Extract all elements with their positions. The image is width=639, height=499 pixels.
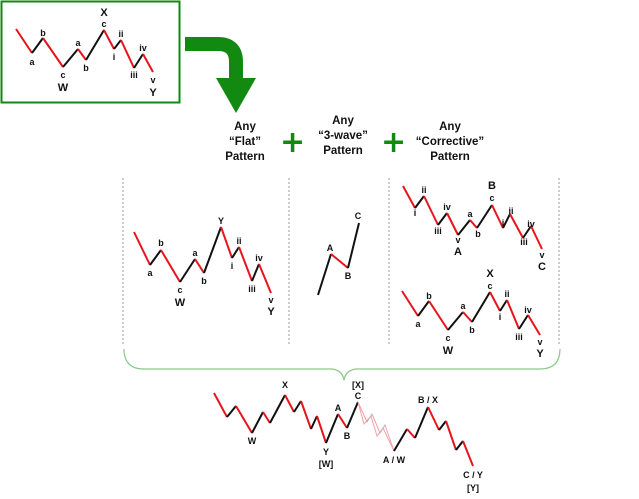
wave-label: B <box>345 271 352 281</box>
wave-label: W <box>58 82 69 94</box>
wave-label: ii <box>508 206 513 216</box>
wave-label: B <box>488 180 496 192</box>
wave-label: c <box>445 333 450 343</box>
wave-label: W <box>248 436 257 446</box>
wave-label: v <box>150 75 155 85</box>
wave-label: [X] <box>352 380 364 390</box>
wave-label: W <box>443 345 454 357</box>
wave-label: a <box>460 301 466 311</box>
header-three-wave-pattern: Any “3-wave” Pattern <box>305 114 381 159</box>
wave-label: a <box>192 248 198 258</box>
wave-label: v <box>537 337 542 347</box>
combined-pattern: W X Y [W] A B C [X] A / W B / X C / Y [Y… <box>213 380 483 493</box>
wave-label: b <box>201 276 207 286</box>
wave-label: i <box>414 208 417 218</box>
wave-label: iii <box>515 332 523 342</box>
wave-label: b <box>40 28 46 38</box>
wave-label: v <box>455 235 460 245</box>
wave-label: Y <box>323 447 329 457</box>
wave-label: A <box>335 403 342 413</box>
plus-icon: + <box>381 125 407 160</box>
wave-label: v <box>268 295 273 305</box>
wave-label: c <box>177 285 182 295</box>
header-flat-pattern: Any “Flat” Pattern <box>210 120 280 165</box>
wave-label: a <box>75 38 81 48</box>
wave-label: iii <box>248 284 256 294</box>
wave-label: X <box>486 268 494 280</box>
wave-label: i <box>113 52 116 62</box>
corrective-pattern-zigzag: i ii iii iv v A a b c B i ii iii iv v C <box>402 180 546 273</box>
header-line: Any <box>234 121 256 133</box>
wave-label: iv <box>139 43 147 53</box>
wave-label: B <box>344 431 351 441</box>
corrective-pattern-double: a b c W a b c X i ii iii iv v Y <box>401 268 544 360</box>
top-complex-pattern: a b c W a b c X i ii iii iv v Y <box>0 0 181 104</box>
wave-label: c <box>489 193 494 203</box>
wave-label: Y <box>149 87 157 99</box>
header-line: “3-wave” <box>318 130 368 142</box>
header-line: “Flat” <box>229 136 261 148</box>
header-corrective-pattern: Any “Corrective” Pattern <box>405 120 495 165</box>
wave-label: b <box>426 291 432 301</box>
wave-label: Y <box>267 306 275 318</box>
three-wave-pattern: A B C <box>317 211 362 296</box>
wave-label: B / X <box>418 395 438 405</box>
header-line: Any <box>332 115 354 127</box>
wave-label: b <box>469 325 475 335</box>
curly-brace <box>123 348 561 381</box>
header-line: “Corrective” <box>415 136 485 148</box>
wave-label: C <box>355 211 362 221</box>
wave-label: iv <box>255 253 263 263</box>
wave-label: X <box>100 7 108 19</box>
wave-label: iv <box>443 202 451 212</box>
wave-label: c <box>101 19 106 29</box>
wave-label: ii <box>236 236 241 246</box>
flat-pattern: a b c W a b Y i ii iii iv v Y <box>133 216 275 318</box>
wave-label: b <box>158 238 164 248</box>
wave-label: i <box>231 261 234 271</box>
wave-label: C <box>355 391 362 401</box>
wave-label: Y <box>218 216 224 226</box>
wave-label: a <box>147 268 153 278</box>
wave-label: b <box>475 229 481 239</box>
wave-label: c <box>487 281 492 291</box>
wave-label: A <box>327 243 334 253</box>
wave-label: i <box>499 312 502 322</box>
wave-label: iv <box>527 219 535 229</box>
wave-label: a <box>467 209 473 219</box>
wave-label: ii <box>504 289 509 299</box>
wave-label: iii <box>434 226 442 236</box>
wave-label: C <box>538 261 546 273</box>
curved-arrow-icon <box>185 37 256 113</box>
wave-label: [Y] <box>467 483 479 493</box>
wave-label: ii <box>421 185 426 195</box>
wave-label: X <box>282 380 288 390</box>
wave-label: v <box>539 250 544 260</box>
header-line: Pattern <box>225 151 265 163</box>
wave-label: a <box>29 57 35 67</box>
wave-label: c <box>60 70 65 80</box>
wave-label: A <box>454 246 462 258</box>
wave-label: iii <box>520 237 528 247</box>
wave-label: iii <box>130 70 138 80</box>
wave-label: A / W <box>383 455 406 465</box>
wave-label: b <box>83 63 89 73</box>
wave-label: a <box>415 319 421 329</box>
header-line: Pattern <box>323 145 363 157</box>
wave-label: Y <box>536 348 544 360</box>
wave-label: [W] <box>319 459 334 469</box>
wave-label: i <box>502 218 505 228</box>
wave-label: C / Y <box>463 470 483 480</box>
plus-icon: + <box>280 125 306 160</box>
header-line: Pattern <box>430 151 470 163</box>
wave-label: ii <box>118 29 123 39</box>
wave-label: iv <box>524 305 532 315</box>
wave-label: W <box>175 297 186 309</box>
header-line: Any <box>439 121 461 133</box>
